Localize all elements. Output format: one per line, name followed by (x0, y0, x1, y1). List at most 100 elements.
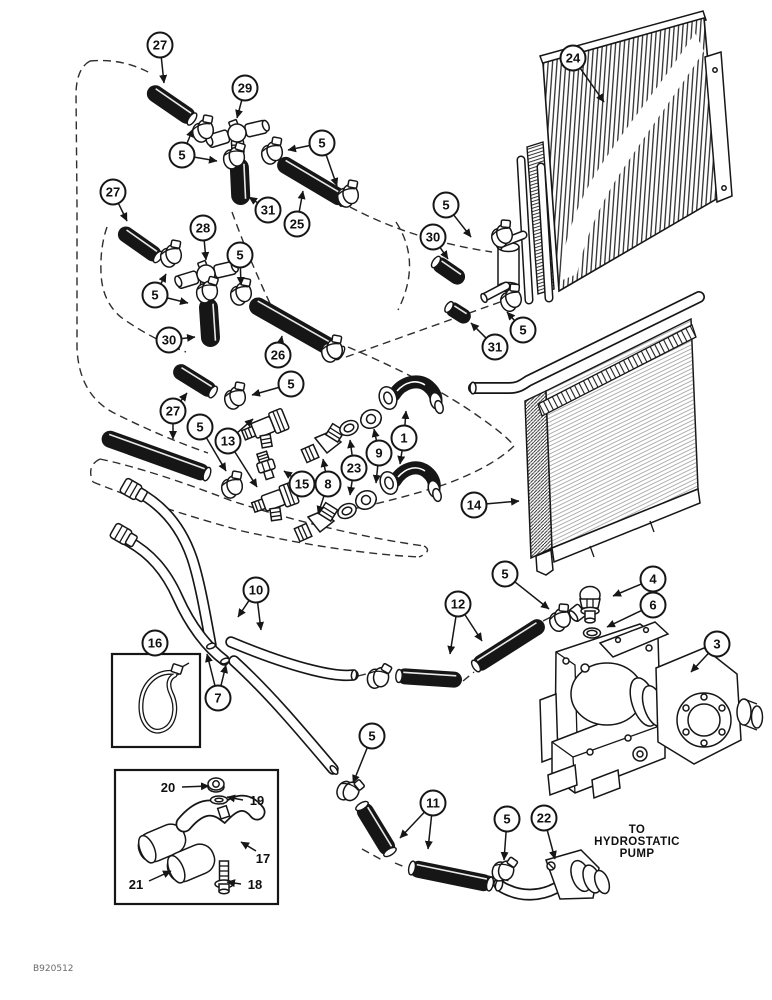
callout-circle (365, 439, 393, 467)
note-to-line2: HYDROSTATIC (594, 836, 680, 848)
callout-number: 30 (426, 230, 440, 245)
callout-arrow (506, 311, 516, 322)
callout-25: 25 (283, 190, 311, 238)
callout-circle (419, 223, 447, 251)
callout-number: 27 (106, 185, 120, 200)
callout-circle (308, 129, 336, 157)
callout-12: 12 (444, 590, 483, 655)
callout-arrow (606, 609, 643, 628)
callout-arrow (205, 653, 216, 687)
callout-15: 15 (283, 470, 316, 498)
callout-number: 5 (196, 420, 203, 435)
callout-arrow (347, 480, 356, 496)
callout-circle (254, 196, 282, 224)
part-label-number: 19 (250, 793, 264, 808)
callout-arrow (236, 418, 254, 434)
hose (395, 668, 463, 688)
callout-arrow (690, 652, 710, 673)
callout-number: 31 (261, 203, 275, 218)
callout-number: 15 (295, 477, 309, 492)
hose-elbow-1b (379, 461, 442, 503)
callout-arrow (424, 815, 433, 850)
callout-circle (530, 804, 558, 832)
callout-arrow (612, 583, 642, 597)
part-label-arrow (181, 782, 210, 791)
callout-number: 22 (537, 811, 551, 826)
callout-arrow (470, 322, 487, 339)
part-label-20: 20 (161, 780, 210, 795)
callout-arrow (220, 664, 228, 687)
part-label-number: 20 (161, 780, 175, 795)
tee-fitting-13a (240, 408, 290, 449)
tee-fitting-13b (250, 481, 300, 522)
part-label-21: 21 (129, 870, 172, 892)
callout-number: 5 (519, 323, 526, 338)
note-to-line1: TO (629, 824, 646, 836)
callout-arrow (234, 451, 258, 488)
callout-circle (358, 722, 386, 750)
callout-arrow (397, 450, 406, 465)
callout-5: 5 (493, 805, 521, 861)
callout-arrow (371, 428, 380, 441)
nut-9a (360, 408, 382, 430)
callout-5: 5 (226, 241, 254, 286)
callout-arrow (201, 240, 210, 261)
callout-arrow (235, 99, 243, 119)
callout-number: 29 (238, 81, 252, 96)
callout-number: 1 (400, 431, 407, 446)
callout-number: 30 (162, 333, 176, 348)
callout-circle (99, 178, 127, 206)
elbow-fitting-4 (568, 585, 601, 624)
callout-circle (491, 560, 519, 588)
callout-29: 29 (231, 74, 259, 119)
callout-circle (559, 44, 587, 72)
hose (444, 300, 471, 324)
callout-number: 6 (649, 598, 656, 613)
callout-arrow (399, 811, 425, 839)
hose (470, 619, 545, 673)
callout-number: 7 (214, 691, 221, 706)
callout-5: 5 (506, 311, 537, 344)
radiator (468, 291, 705, 576)
callout-arrow (347, 439, 356, 456)
callout-5: 5 (352, 722, 386, 784)
callout-circle (155, 326, 183, 354)
callout-number: 16 (148, 636, 162, 651)
callout-arrow (486, 497, 520, 506)
clamp-cushion-21a (137, 823, 187, 864)
callout-circle (493, 805, 521, 833)
callout-arrow (352, 747, 368, 784)
callout-circle (159, 397, 187, 425)
callout-number: 27 (153, 38, 167, 53)
callout-circle (340, 454, 368, 482)
callout-number: 5 (503, 812, 510, 827)
sealing-washer-23b (337, 502, 357, 520)
callout-26: 26 (264, 335, 292, 369)
callout-number: 5 (442, 198, 449, 213)
callout-arrow (287, 144, 310, 153)
callout-circle (460, 491, 488, 519)
callout-circle (314, 470, 342, 498)
callout-circle (186, 413, 214, 441)
lock-nut-20 (207, 777, 225, 793)
hose-clamp-icon (365, 661, 394, 691)
hydrostatic-pump (539, 621, 764, 800)
callout-circle (226, 241, 254, 269)
callout-number: 12 (451, 597, 465, 612)
callout-7: 7 (204, 653, 232, 712)
callout-5: 5 (491, 560, 550, 610)
callout-arrow (316, 495, 325, 515)
hose-elbow-1a (378, 375, 444, 415)
hose (173, 364, 219, 399)
callout-arrow (453, 214, 472, 238)
callout-5: 5 (141, 273, 189, 309)
callout-arrow (297, 190, 306, 212)
callout-arrow (158, 273, 167, 285)
callout-number: 25 (290, 217, 304, 232)
callout-4: 4 (612, 565, 667, 597)
callout-arrow (178, 392, 188, 402)
callout-arrow (248, 196, 259, 205)
o-ring-6 (582, 627, 602, 639)
